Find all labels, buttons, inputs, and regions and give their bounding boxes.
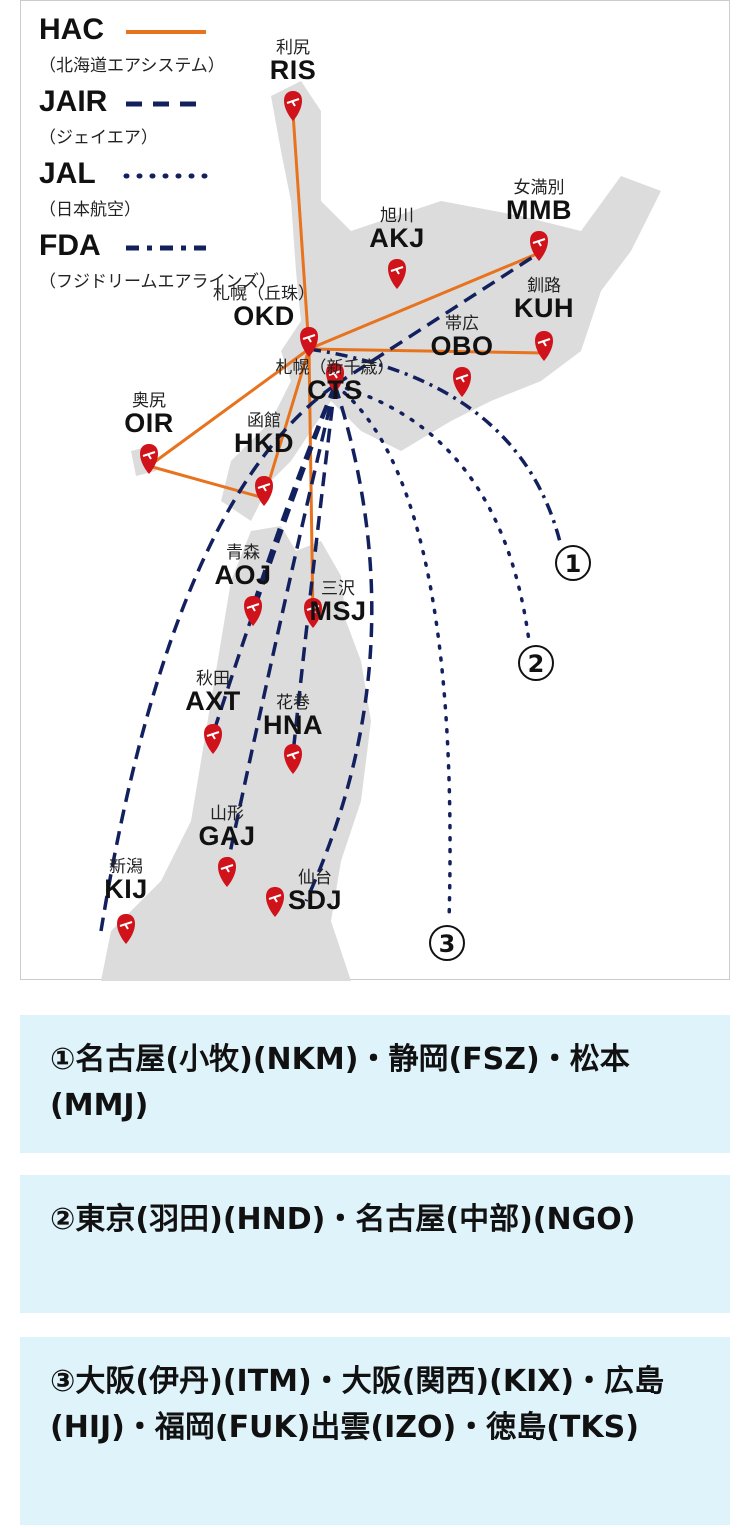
plane-icon (390, 266, 404, 275)
route-marker-circle-2 (518, 645, 554, 681)
airport-name-kuh: 釧路 (527, 276, 561, 296)
honshu-land (101, 526, 371, 981)
route-marker-2: 2 (528, 650, 545, 678)
route-jair-cts-sdj (304, 384, 374, 902)
airport-code-gaj: GAJ (198, 821, 256, 851)
route-jair-cts-kij (99, 383, 337, 932)
route-hac-okd-mmb (308, 251, 540, 351)
airport-code-hkd: HKD (234, 428, 294, 458)
airport-name-hkd: 函館 (247, 411, 281, 431)
destination-text-1: ①名古屋(小牧)(NKM)・静岡(FSZ)・松本(MMJ) (50, 1042, 630, 1123)
airport-code-ris: RIS (269, 55, 317, 85)
route-marker-3: 3 (439, 930, 456, 958)
airport-name-sdj: 仙台 (298, 868, 332, 888)
route-jal-cts-2 (333, 383, 531, 643)
legend-sub-fda: （フジドリームエアラインズ） (39, 272, 277, 292)
airport-name-kij: 新潟 (109, 857, 143, 877)
airport-code-cts: CTS (307, 375, 363, 405)
airport-name-oir: 奥尻 (132, 391, 166, 411)
hokkaido-land (221, 81, 661, 521)
plane-icon (286, 751, 300, 760)
plane-icon (455, 374, 469, 383)
legend-hac: HAC (39, 13, 104, 46)
airport-name-obo: 帯広 (445, 314, 479, 334)
airport-name-aoj: 青森 (226, 543, 260, 563)
route-hac-okd-msj (307, 348, 315, 621)
route-hac-okd-kuh (308, 347, 545, 355)
legend-fda: FDA (39, 229, 101, 262)
airport-code-akj: AKJ (369, 223, 425, 253)
route-jair-cts-mmb (334, 251, 540, 387)
route-marker-circle-3 (429, 925, 465, 961)
destination-text-3: ③大阪(伊丹)(ITM)・大阪(関西)(KIX)・広島(HIJ)・福岡(FUK)… (50, 1364, 665, 1445)
plane-icon (302, 334, 316, 343)
airport-code-oir: OIR (124, 408, 174, 438)
plane-icon (537, 338, 551, 347)
plane-icon (119, 921, 133, 930)
legend-sub-jair: （ジェイエア） (39, 128, 158, 148)
route-jair-cts-hna (291, 384, 337, 755)
airport-code-msj: MSJ (309, 596, 367, 626)
airport-name-axt: 秋田 (196, 669, 230, 689)
airport-code-kuh: KUH (514, 293, 574, 323)
airport-code-axt: AXT (185, 686, 241, 716)
plane-icon (246, 603, 260, 612)
plane-icon (286, 98, 300, 107)
route-marker-circle-1 (555, 545, 591, 581)
plane-icon (532, 238, 546, 247)
plane-icon (142, 451, 156, 460)
destination-box-3: ③大阪(伊丹)(ITM)・大阪(関西)(KIX)・広島(HIJ)・福岡(FUK)… (20, 1337, 730, 1525)
destination-text-2: ②東京(羽田)(HND)・名古屋(中部)(NGO) (50, 1202, 636, 1237)
airport-code-sdj: SDJ (287, 885, 343, 915)
route-hac-okd-ris (291, 112, 311, 350)
route-marker-1: 1 (565, 550, 582, 578)
airport-code-okd: OKD (233, 301, 295, 331)
plane-icon (206, 731, 220, 740)
airport-code-kij: KIJ (104, 874, 148, 904)
destination-box-1: ①名古屋(小牧)(NKM)・静岡(FSZ)・松本(MMJ) (20, 1015, 730, 1153)
route-fda-okd-1 (308, 347, 563, 547)
route-hac-okd-oir (148, 347, 310, 468)
plane-icon (220, 864, 234, 873)
airport-name-cts: 札幌（新千歳） (275, 358, 395, 378)
airport-name-okd: 札幌（丘珠） (213, 284, 315, 304)
airport-name-akj: 旭川 (380, 206, 414, 226)
airport-name-ris: 利尻 (276, 38, 310, 58)
plane-icon (268, 894, 282, 903)
route-map: 1 2 3 HAC （北海道エアシステム） JAIR （ジェイエア） JAL （日本航空） FD… (20, 0, 730, 981)
destination-box-2: ②東京(羽田)(HND)・名古屋(中部)(NGO) (20, 1175, 730, 1313)
plane-icon (306, 605, 320, 614)
airport-name-hna: 花巻 (276, 693, 310, 713)
legend-sub-jal: （日本航空） (39, 200, 141, 220)
airport-code-obo: OBO (430, 331, 494, 361)
route-hac-oir-hkd (148, 464, 265, 500)
airport-code-aoj: AOJ (214, 560, 272, 590)
legend-jal: JAL (39, 157, 96, 190)
airport-name-gaj: 山形 (210, 804, 244, 824)
airport-name-mmb: 女満別 (513, 178, 565, 198)
plane-icon (257, 483, 271, 492)
route-jair-cts-gaj (225, 384, 337, 868)
airport-code-hna: HNA (263, 710, 323, 740)
airport-code-mmb: MMB (506, 195, 572, 225)
airport-name-msj: 三沢 (321, 579, 355, 599)
legend-jair: JAIR (39, 85, 108, 118)
map-canvas: 1 2 3 (99, 30, 661, 981)
route-jair-cts-axt (211, 384, 337, 735)
legend-sub-hac: （北海道エアシステム） (39, 56, 225, 76)
plane-icon (328, 370, 342, 379)
route-hac-okd-hkd (262, 348, 311, 499)
route-jal-cts-3 (333, 383, 452, 923)
